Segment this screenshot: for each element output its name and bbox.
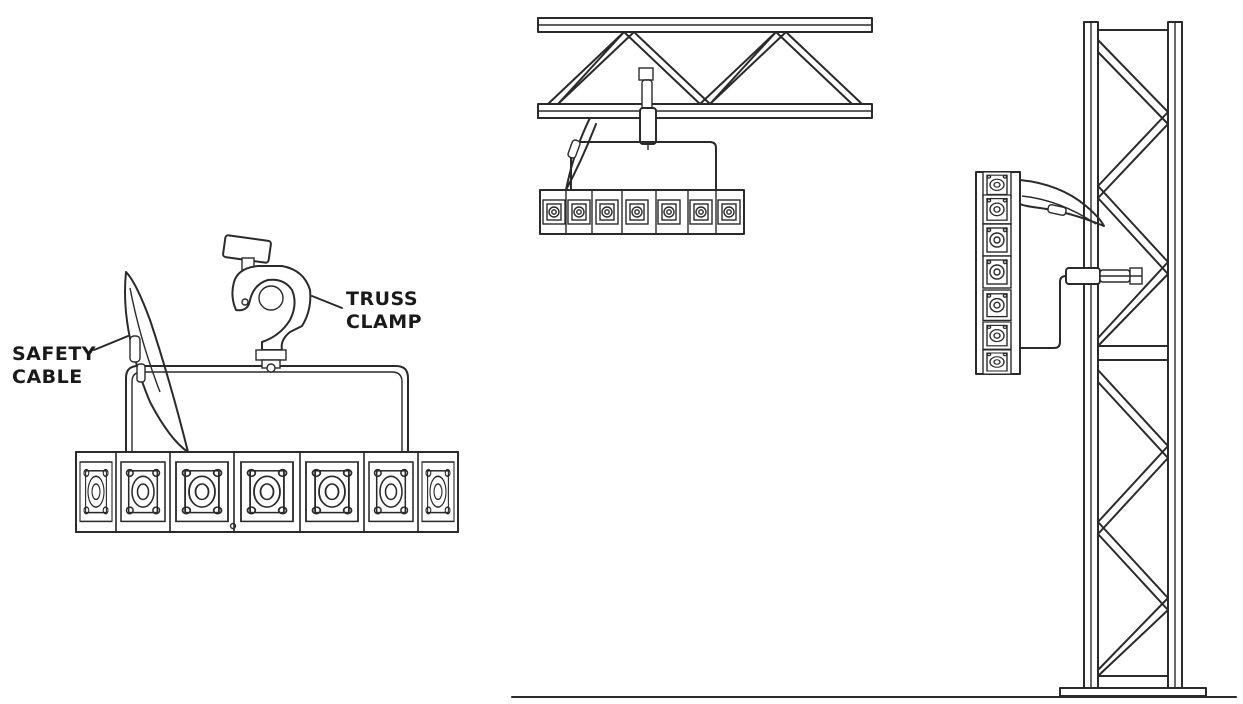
safety-cable-leader [93,335,129,351]
horizontal-truss-icon [537,17,873,119]
fixture-bar-icon [75,451,459,533]
truss-clamp-label-line2: CLAMP [346,311,423,333]
truss-clamp-label-line1: TRUSS [346,288,419,310]
truss-clamp-leader [311,295,343,309]
vertical-truss-icon [1059,21,1207,697]
hanging-fixture [539,67,745,235]
side-mounted-fixture [975,171,1143,375]
truss-clamp-icon [222,234,312,373]
safety-cable-label-line2: CABLE [12,366,83,388]
safety-cable-icon [124,271,189,453]
fixture-detail [75,234,459,533]
safety-cable-label-line1: SAFETY [12,343,97,365]
safety-cable-label: SAFETY CABLE [12,343,96,389]
truss-clamp-label: TRUSS CLAMP [346,288,422,334]
